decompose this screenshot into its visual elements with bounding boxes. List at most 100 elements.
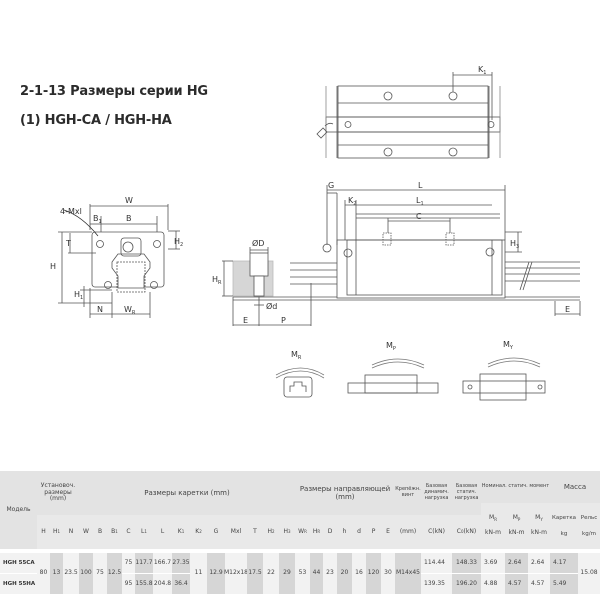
top-view-drawing bbox=[316, 72, 501, 159]
col-e: E bbox=[381, 515, 395, 549]
value-d-small: 16 bbox=[352, 553, 366, 594]
col-b: B bbox=[93, 515, 107, 549]
h2-label: H2 bbox=[174, 237, 183, 248]
value-c0-kn-55ca: 148.33 bbox=[452, 553, 481, 573]
value-h: 80 bbox=[37, 553, 50, 594]
od-label: ØD bbox=[252, 238, 264, 248]
col-c: C bbox=[122, 515, 135, 549]
w-label: W bbox=[125, 196, 133, 205]
header-bolt: Крепёжн. винт bbox=[395, 471, 421, 515]
value-n: 23.5 bbox=[63, 553, 79, 594]
value-k1-55ha: 36.4 bbox=[172, 574, 190, 594]
value-c-kn-55ha: 139.35 bbox=[421, 574, 452, 594]
h3-label: H3 bbox=[510, 239, 519, 250]
value-bolt: M14x45 bbox=[395, 553, 421, 594]
header-rail: Размеры направляющей (mm) bbox=[295, 471, 395, 515]
value-mr-55ca: 3.69 bbox=[481, 553, 505, 573]
k1-label: K1 bbox=[478, 65, 486, 76]
value-mp-55ca: 2.64 bbox=[505, 553, 528, 573]
value-b: 75 bbox=[93, 553, 107, 594]
k2-label: K2 bbox=[348, 196, 356, 207]
row-model-55ha: HGH 55HA bbox=[0, 574, 37, 594]
value-l1-55ca: 117.7 bbox=[135, 553, 153, 573]
value-mass-block-55ha: 5.49 bbox=[550, 574, 578, 594]
value-l-55ca: 166.7 bbox=[153, 553, 172, 573]
value-c-55ha: 95 bbox=[122, 574, 135, 594]
value-l1-55ha: 155.8 bbox=[135, 574, 153, 594]
h-label: H bbox=[50, 262, 56, 271]
b1-label: B1 bbox=[93, 214, 102, 225]
value-t: 17.5 bbox=[247, 553, 263, 594]
value-h1: 13 bbox=[50, 553, 63, 594]
g-label: G bbox=[328, 181, 334, 190]
technical-drawings: K1 W B1 B 4-Mxl T H H2 H1 N WR G L K2 L1… bbox=[50, 65, 581, 401]
n-label: N bbox=[97, 305, 103, 314]
col-d-small: d bbox=[352, 515, 366, 549]
value-my-55ha: 4.57 bbox=[528, 574, 550, 594]
odd-label: Ød bbox=[266, 301, 277, 311]
value-l-55ha: 204.8 bbox=[153, 574, 172, 594]
c-label: C bbox=[416, 212, 422, 221]
value-k1-55ca: 27.35 bbox=[172, 553, 190, 573]
value-k2: 11 bbox=[190, 553, 207, 594]
value-g: 12.9 bbox=[207, 553, 225, 594]
header-stat-load: Базовая статич. нагрузка bbox=[452, 471, 481, 515]
p-label: P bbox=[281, 316, 286, 325]
model-subtitle: (1) HGH-CA / HGH-HA bbox=[20, 113, 172, 128]
value-hr: 44 bbox=[310, 553, 323, 594]
header-dyn-load: Базовая динамич. нагрузка bbox=[421, 471, 452, 515]
header-mounting: Установоч. размеры (mm) bbox=[37, 471, 79, 515]
col-n: N bbox=[63, 515, 79, 549]
value-my-55ca: 2.64 bbox=[528, 553, 550, 573]
value-mr-55ha: 4.88 bbox=[481, 574, 505, 594]
col-t: T bbox=[247, 515, 263, 549]
col-d-large: D bbox=[323, 515, 337, 549]
value-c0-kn-55ha: 196.20 bbox=[452, 574, 481, 594]
l-label: L bbox=[418, 181, 423, 190]
col-h: H bbox=[37, 515, 50, 549]
header-moment: Номинал. статич. момент bbox=[481, 471, 550, 503]
moment-icons bbox=[275, 357, 546, 401]
value-p: 120 bbox=[366, 553, 381, 594]
value-mp-55ha: 4.57 bbox=[505, 574, 528, 594]
col-bolt-unit: (mm) bbox=[395, 515, 421, 549]
value-mass-rail: 15.08 bbox=[578, 553, 600, 594]
value-h3: 29 bbox=[279, 553, 295, 594]
value-b1: 12.5 bbox=[107, 553, 122, 594]
mp-label: MP bbox=[386, 341, 396, 352]
value-e: 30 bbox=[381, 553, 395, 594]
header-block: Размеры каретки (mm) bbox=[79, 471, 295, 515]
section-title: 2-1-13 Размеры серии HG bbox=[20, 84, 208, 99]
front-view-drawing bbox=[58, 204, 180, 318]
col-mxl: Mxl bbox=[225, 515, 247, 549]
value-h2: 22 bbox=[263, 553, 279, 594]
value-wr: 53 bbox=[295, 553, 310, 594]
my-label: MY bbox=[503, 340, 514, 351]
side-view-drawing bbox=[222, 185, 581, 326]
header-model: Модель bbox=[0, 471, 37, 549]
value-mass-block-55ca: 4.17 bbox=[550, 553, 578, 573]
col-l: L bbox=[153, 515, 172, 549]
value-h-small: 20 bbox=[337, 553, 352, 594]
value-c-kn-55ca: 114.44 bbox=[421, 553, 452, 573]
value-w: 100 bbox=[79, 553, 93, 594]
mxl-label: 4-Mxl bbox=[60, 207, 82, 216]
col-g: G bbox=[207, 515, 225, 549]
b-label: B bbox=[126, 214, 132, 223]
mr-label: MR bbox=[291, 350, 302, 361]
value-mxl: M12x18 bbox=[224, 553, 248, 594]
l1-label: L1 bbox=[416, 196, 424, 207]
row-model-55ca: HGH 55CA bbox=[0, 553, 37, 573]
